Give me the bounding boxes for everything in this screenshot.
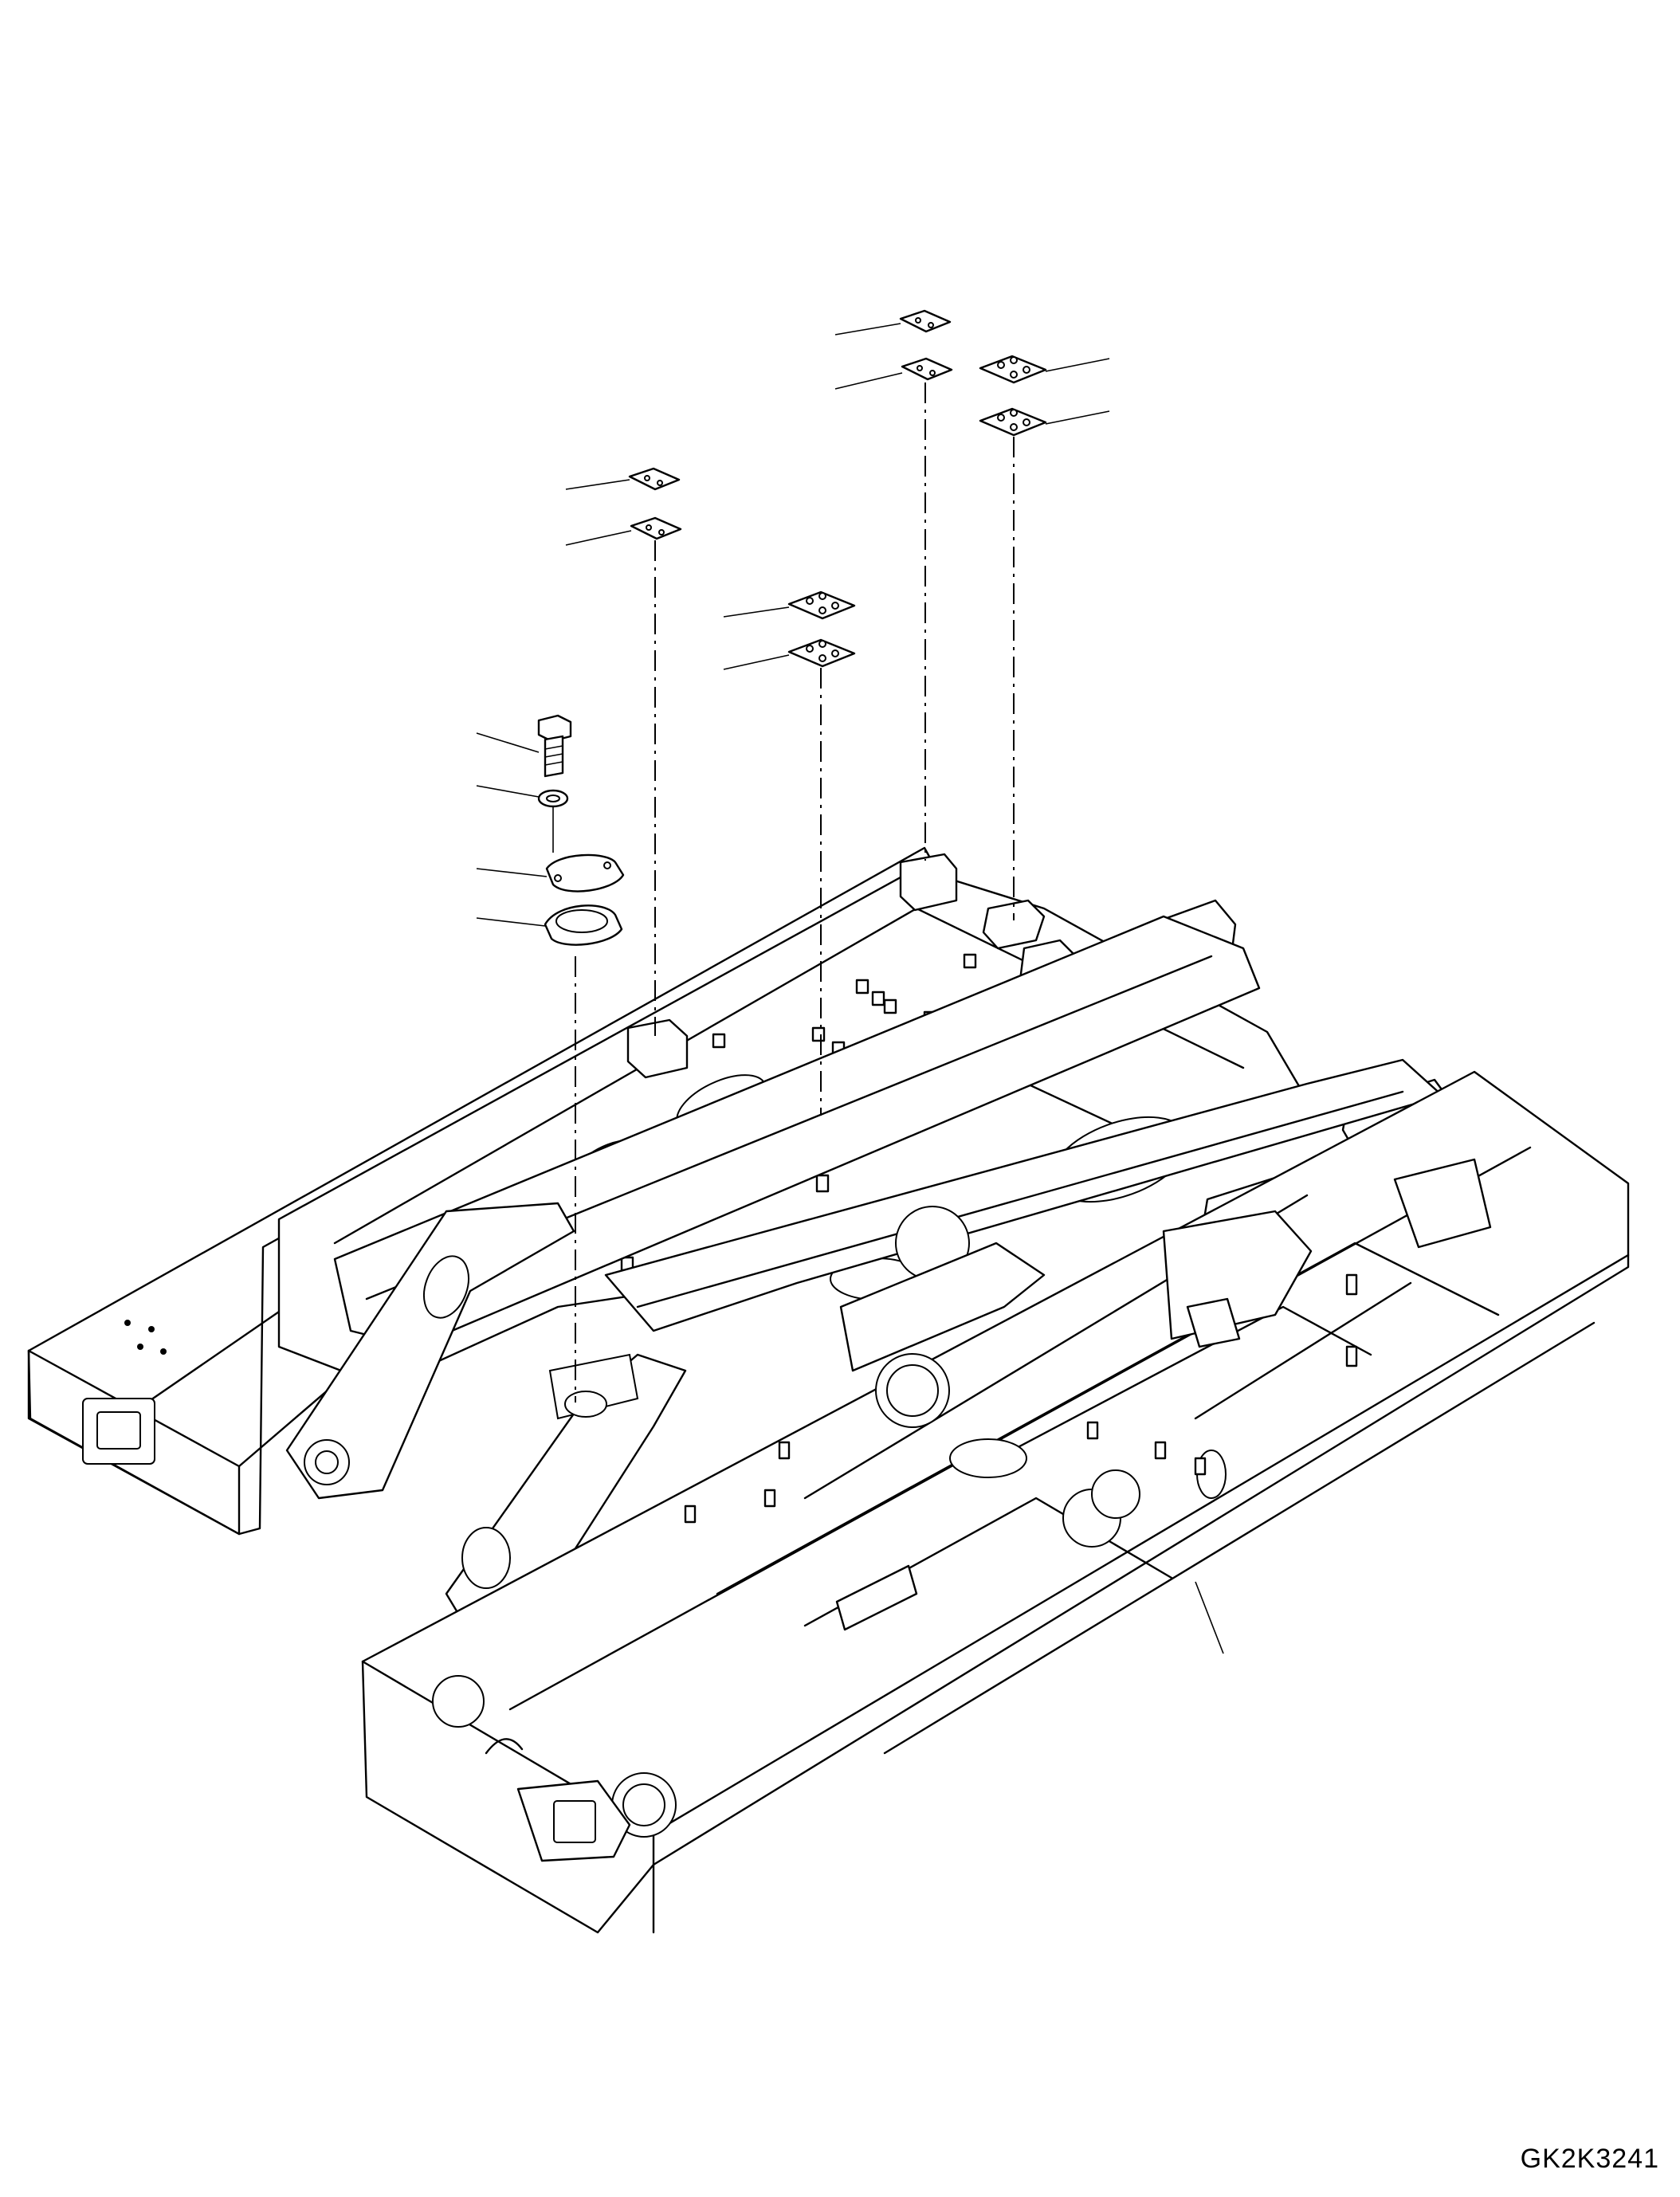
drawing-code: GK2K3241 [1520,2144,1659,2174]
track-frame [27,846,1630,1934]
gasket [544,904,623,946]
shim-2-hole [901,357,953,381]
leader-lines [476,323,1224,1654]
shim-4-hole [787,638,856,668]
shim-4-hole [979,407,1047,437]
shim-4-hole [787,590,856,620]
shim-4-hole [979,355,1047,384]
shim-2-hole [899,309,952,333]
cover-plate [545,853,625,893]
shim-2-hole [628,467,681,491]
shim-2-hole [630,516,682,540]
right-side-frame [361,1070,1630,1934]
center-cross-member [285,915,1444,1635]
bolt [537,714,572,778]
washer [537,789,569,808]
